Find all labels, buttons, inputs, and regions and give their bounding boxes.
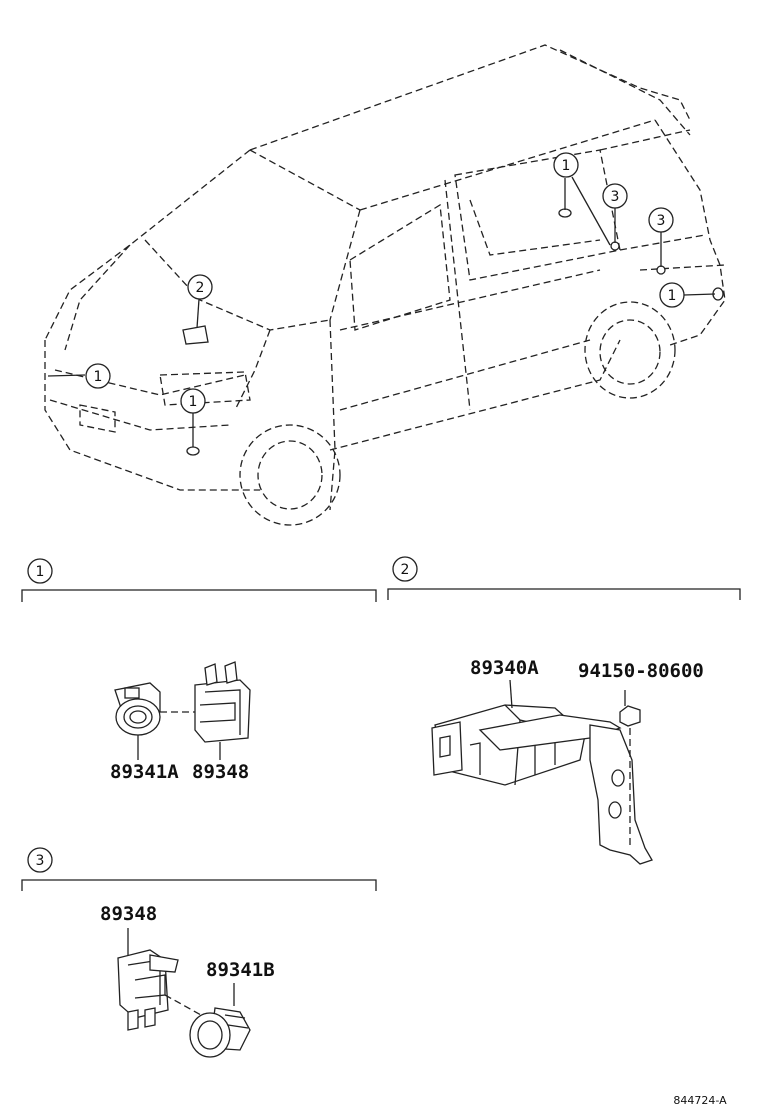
sensor-ecu-89340A [431,704,622,786]
svg-text:3: 3 [657,213,666,229]
section-2-marker-label: 2 [401,562,410,578]
part-label-89340A: 89340A [470,657,539,679]
callout-1-rear-bumper: 1 [659,282,685,308]
mounting-bracket [589,724,653,865]
section-1-bracket [21,589,377,602]
part-label-89348-b: 89348 [100,903,157,925]
part-label-94150-80600: 94150-80600 [578,660,704,682]
section-1-marker [27,558,53,584]
section-2-marker [392,556,418,582]
part-label-89341A: 89341A [110,761,179,783]
callout-1-rear-side: 1 [553,152,579,178]
callout-1-bumper: 1 [180,388,206,414]
svg-text:1: 1 [94,369,103,385]
ultrasonic-sensor-89341A [114,682,161,736]
diagram-reference-code: 844724-A [673,1094,727,1107]
vehicle-outline [44,44,726,526]
callout-3-rear-a: 3 [602,183,628,209]
ultrasonic-sensor-89341B [189,1007,251,1058]
section-1: 1 89341A 89348 [21,558,377,783]
section-1-marker-label: 1 [36,564,45,580]
svg-text:1: 1 [668,288,677,304]
callout-2-hood: 2 [187,274,213,300]
part-label-89341B: 89341B [206,959,275,981]
callout-1-front: 1 [85,363,111,389]
svg-text:2: 2 [196,280,205,296]
section-2-bracket [387,588,741,600]
part-label-89348-a: 89348 [192,761,249,783]
svg-text:1: 1 [189,394,198,410]
sensor-retainer-89348-b [117,949,179,1031]
section-3: 3 89348 89341B [21,847,377,1058]
svg-text:1: 1 [562,158,571,174]
bolt-94150-80600 [619,690,641,727]
callout-3-rear-b: 3 [648,207,674,233]
callout-leaders [47,176,716,447]
section-2: 2 89340A 94150-80600 [387,556,741,865]
sensor-retainer-89348 [194,661,251,743]
section-3-marker [27,847,53,873]
section-3-marker-label: 3 [36,853,45,869]
section-3-bracket [21,879,377,891]
svg-text:3: 3 [611,189,620,205]
